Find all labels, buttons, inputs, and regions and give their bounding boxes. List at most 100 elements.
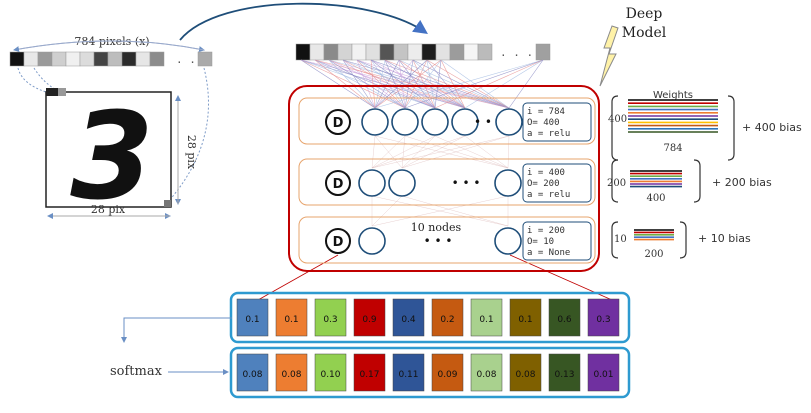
connection-line bbox=[404, 59, 414, 109]
connection-line bbox=[412, 59, 466, 109]
matrix-cols-label: 784 bbox=[663, 143, 682, 154]
pixel-cell bbox=[9, 51, 25, 67]
connection-line bbox=[300, 59, 406, 109]
pixel-link-dashed-1 bbox=[17, 67, 47, 93]
logit-cell bbox=[509, 298, 542, 337]
connection-line bbox=[371, 195, 509, 227]
neuron-node bbox=[495, 108, 523, 136]
prob-cell bbox=[353, 353, 386, 392]
connection-line bbox=[342, 59, 406, 109]
pixel-cell bbox=[79, 51, 95, 67]
neuron-node bbox=[361, 108, 389, 136]
prob-value: 0.01 bbox=[593, 370, 613, 380]
logit-cell bbox=[431, 298, 464, 337]
digit-corner-pixel-2 bbox=[58, 88, 66, 96]
connection-line bbox=[374, 59, 414, 109]
pixel-cell bbox=[393, 43, 409, 61]
logit-cell bbox=[236, 298, 269, 337]
connection-line bbox=[426, 59, 510, 109]
connection-line bbox=[370, 59, 510, 109]
pixel-cell bbox=[37, 51, 53, 67]
logit-value: 0.2 bbox=[440, 315, 454, 325]
pixel-cell bbox=[149, 51, 165, 67]
connection-line bbox=[426, 59, 436, 109]
connection-line bbox=[374, 59, 428, 109]
logit-value: 0.3 bbox=[323, 315, 337, 325]
connection-line bbox=[507, 135, 510, 169]
connection-line bbox=[371, 135, 376, 169]
height-label: 28 pix bbox=[185, 135, 198, 170]
connection-line bbox=[314, 59, 466, 109]
logit-cell bbox=[353, 298, 386, 337]
matrix-bracket-right bbox=[679, 221, 687, 259]
matrix-bracket-right bbox=[727, 95, 735, 161]
softmax-label: softmax bbox=[110, 364, 163, 379]
pixel-link-dashed-3 bbox=[167, 67, 209, 203]
connection-line bbox=[440, 59, 466, 109]
layer-center-label: 10 nodes bbox=[411, 221, 462, 234]
connection-line bbox=[404, 59, 544, 109]
connection-line bbox=[412, 59, 510, 109]
connection-line bbox=[328, 59, 436, 109]
connection-line bbox=[404, 59, 442, 109]
prob-value: 0.17 bbox=[359, 370, 379, 380]
prob-cell bbox=[548, 353, 581, 392]
pixel-cell bbox=[323, 43, 339, 61]
connection-line bbox=[464, 135, 509, 169]
logit-cell bbox=[314, 298, 347, 337]
matrix-bracket-left bbox=[611, 159, 619, 203]
logit-value: 0.1 bbox=[518, 315, 532, 325]
digit-corner-pixel bbox=[46, 88, 58, 96]
prob-cell bbox=[431, 353, 464, 392]
pixel-cell bbox=[379, 43, 395, 61]
matrix-rows-label: 400 bbox=[608, 114, 627, 125]
matrix-bracket-left bbox=[611, 221, 619, 259]
connection-line bbox=[398, 59, 466, 109]
connection-line bbox=[314, 59, 436, 109]
neuron-node bbox=[421, 108, 449, 136]
matrix-cols-label: 200 bbox=[644, 249, 663, 260]
neuron-node bbox=[388, 169, 416, 197]
input-pixel-strip: . . . bbox=[9, 51, 213, 67]
connection-line bbox=[374, 59, 544, 109]
prob-value: 0.09 bbox=[437, 370, 457, 380]
connection-line bbox=[426, 59, 466, 109]
pixel-cell bbox=[309, 43, 325, 61]
dropout-node bbox=[325, 170, 351, 196]
layer-param: a = relu bbox=[527, 129, 570, 139]
connection-lines bbox=[257, 59, 613, 301]
connection-line bbox=[342, 59, 510, 109]
pixel-cell bbox=[295, 43, 311, 61]
strip-ellipsis: . . . bbox=[500, 46, 533, 59]
dropout-node bbox=[325, 109, 351, 135]
dropout-marker: D bbox=[333, 177, 344, 192]
probs-box bbox=[229, 346, 631, 399]
connection-line bbox=[356, 59, 406, 109]
prob-cell bbox=[392, 353, 425, 392]
connection-line bbox=[434, 59, 544, 109]
connection-line bbox=[374, 59, 442, 109]
matrix-rows-label: 200 bbox=[607, 178, 626, 189]
connection-line bbox=[328, 59, 406, 109]
model-label-line2: Model bbox=[622, 25, 667, 41]
dropout-marker: D bbox=[333, 116, 344, 131]
connection-line bbox=[374, 59, 386, 109]
prob-cell bbox=[470, 353, 503, 392]
connection-line bbox=[342, 59, 436, 109]
flatten-arrow bbox=[179, 2, 428, 41]
prob-value: 0.13 bbox=[554, 370, 574, 380]
connection-line bbox=[370, 59, 436, 109]
prob-cell bbox=[275, 353, 308, 392]
logit-value: 0.3 bbox=[596, 315, 610, 325]
pixel-cell bbox=[135, 51, 151, 67]
layer-param: O= 10 bbox=[527, 237, 554, 247]
connection-line bbox=[434, 135, 509, 169]
layer-box bbox=[298, 216, 596, 264]
pixel-cell bbox=[351, 43, 367, 61]
connection-line bbox=[384, 59, 436, 109]
